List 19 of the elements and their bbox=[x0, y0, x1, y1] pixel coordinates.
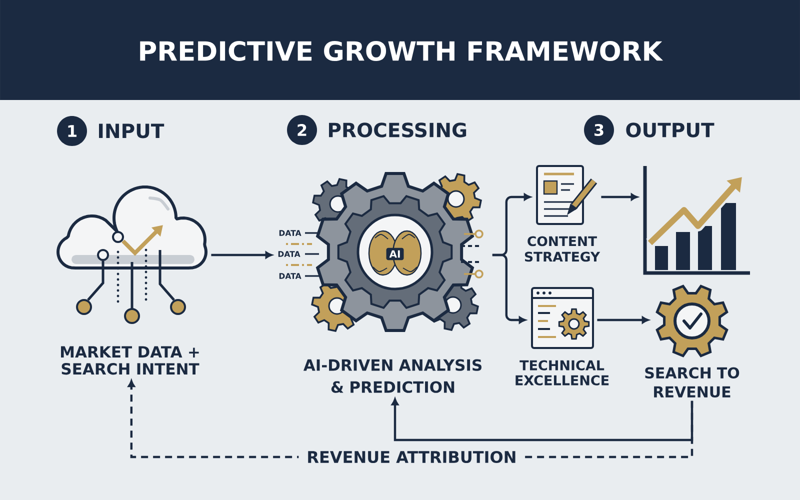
step-heading: OUTPUT bbox=[626, 122, 714, 138]
step-number-badge: 1 bbox=[57, 116, 87, 146]
feedback-arrow bbox=[391, 398, 694, 442]
arrow bbox=[597, 316, 649, 324]
step-heading: INPUT bbox=[99, 124, 164, 138]
node-caption: AI-DRIVEN ANALYSIS & PREDICTION bbox=[303, 359, 482, 393]
node-caption: TECHNICAL EXCELLENCE bbox=[516, 360, 609, 386]
node-caption: CONTENT STRATEGY bbox=[524, 236, 600, 262]
edge-label: REVENUE ATTRIBUTION bbox=[298, 448, 525, 466]
growth-chart-icon bbox=[643, 166, 750, 275]
branch-arrow bbox=[492, 254, 526, 324]
arrow bbox=[601, 193, 638, 201]
step-number-badge: 2 bbox=[287, 115, 317, 145]
node-caption: MARKET DATA + SEARCH INTENT bbox=[61, 346, 200, 375]
title-banner: PREDICTIVE GROWTH FRAMEWORK bbox=[0, 0, 800, 100]
node-caption: SEARCH TO REVENUE bbox=[645, 367, 740, 398]
arrow bbox=[211, 251, 272, 259]
step-number-badge: 3 bbox=[584, 115, 614, 145]
step-heading: PROCESSING bbox=[329, 122, 466, 138]
